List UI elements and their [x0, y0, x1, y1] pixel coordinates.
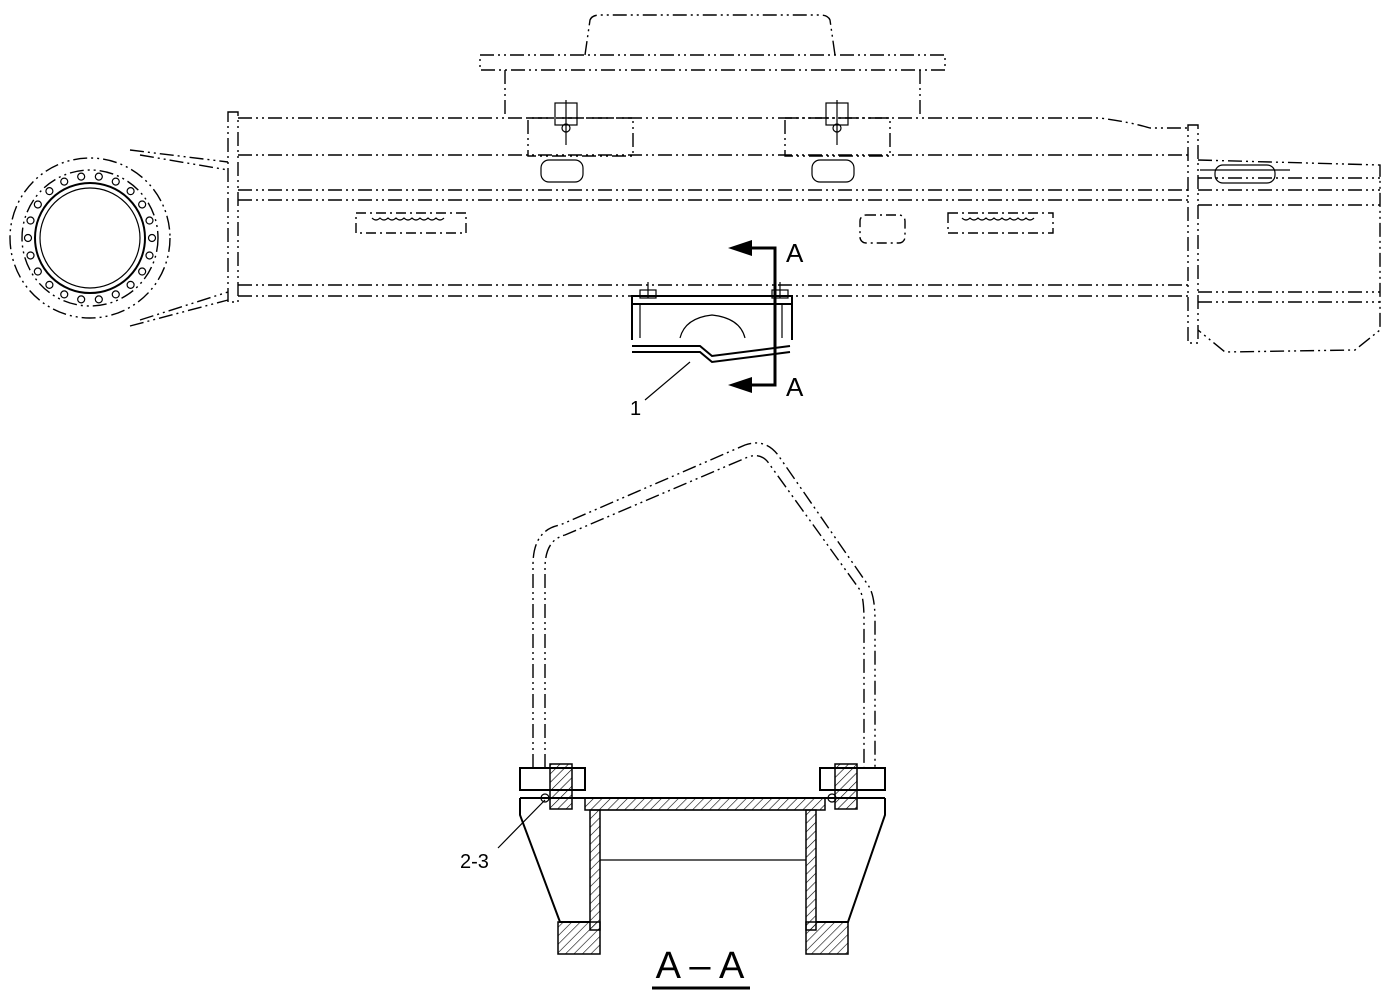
section-title: A – A: [656, 945, 745, 987]
web-right: [805, 809, 817, 931]
hub-bolt: [45, 280, 54, 289]
foot-left: [557, 921, 601, 955]
callout-1-leader: [644, 361, 691, 401]
hub-bolt: [33, 267, 42, 276]
hub-bolt: [147, 233, 157, 243]
right-spindle: [1197, 159, 1381, 353]
top-plate: [584, 797, 826, 811]
hub-bolt: [111, 290, 120, 299]
beam-features: [355, 212, 1054, 244]
hub-bolt: [145, 216, 154, 225]
support-left: [519, 798, 590, 923]
hub-bolt: [77, 295, 86, 304]
support-right: [816, 798, 886, 923]
foot-right: [805, 921, 849, 955]
hub-bolt: [138, 267, 147, 276]
flange-right: [819, 763, 886, 810]
callout-2-3-leader: [497, 799, 546, 849]
hub-bolt: [45, 187, 54, 196]
hub-bolt: [145, 251, 154, 260]
top-housing: [479, 14, 946, 115]
hub-bolt-circle: [23, 172, 157, 304]
hub-bolt: [94, 295, 103, 304]
hub-bolt: [126, 187, 135, 196]
hub-bolt: [33, 200, 42, 209]
callout-1: 1: [630, 398, 641, 420]
top-brackets: [527, 100, 891, 183]
section-marker-top: A: [786, 238, 804, 268]
hub-bolt: [126, 280, 135, 289]
cab-outline: [532, 442, 876, 768]
flange-left: [519, 763, 586, 810]
section-view: 2-3 A – A: [460, 442, 886, 990]
hub-bolt: [138, 200, 147, 209]
cab-outline-inner: [544, 454, 865, 768]
bottom-bracket: [631, 282, 793, 364]
wheel-hub: [9, 149, 229, 327]
hub-bolt: [60, 177, 69, 186]
hub-bolt: [94, 172, 103, 181]
hub-bolt: [26, 216, 35, 225]
hub-bolt: [60, 290, 69, 299]
hub-bolt: [23, 233, 33, 243]
hub-bolt: [26, 251, 35, 260]
section-line: A A: [728, 238, 804, 402]
callout-2-3: 2-3: [460, 851, 489, 873]
section-marker-bottom: A: [786, 372, 804, 402]
main-beam: [227, 111, 1199, 344]
hub-bolt: [77, 172, 86, 181]
hub-bolt: [111, 177, 120, 186]
web-left: [589, 809, 601, 931]
axle-top-view: A A 1: [9, 14, 1381, 420]
